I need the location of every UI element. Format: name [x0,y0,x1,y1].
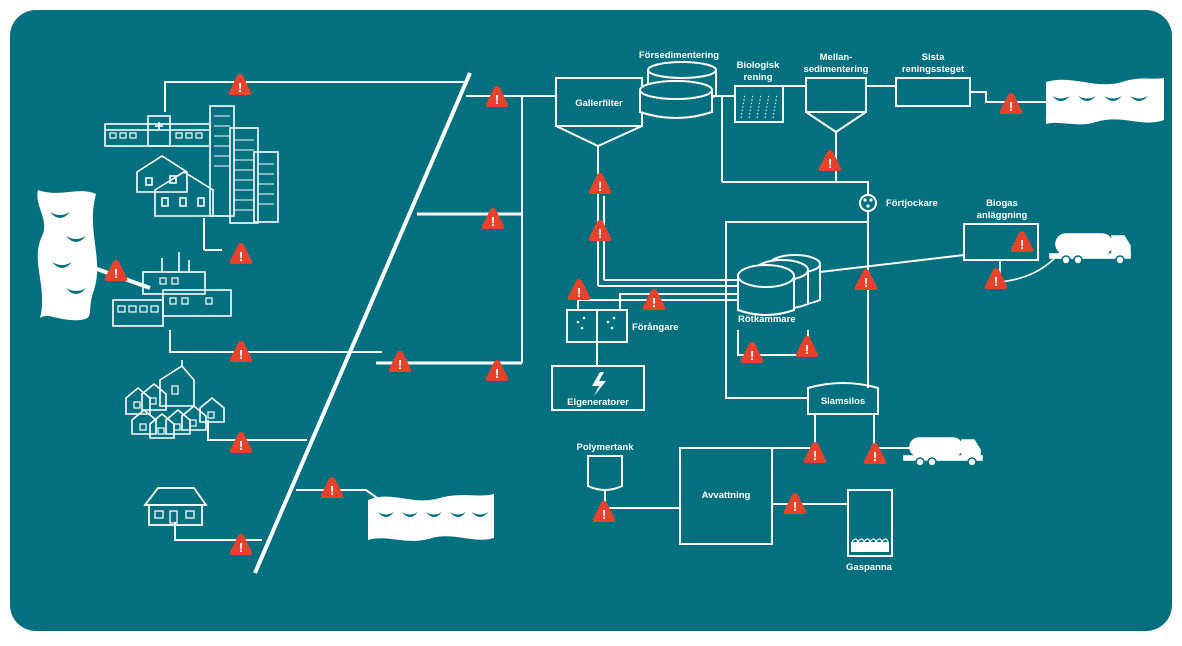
fortjockare-label: Förtjockare [886,198,938,209]
warning-icon: ! [854,269,878,290]
biologisk-label-line2: rening [743,72,772,83]
warning-icon: ! [642,289,666,310]
warning-icon: ! [229,341,253,362]
rotkammare-label: Rötkammare [738,314,796,325]
elgeneratorer-unit[interactable] [551,365,645,411]
lightning-icon [592,372,606,396]
svg-text:!: ! [239,540,243,555]
gaspanna-unit[interactable] [847,489,893,557]
svg-text:!: ! [239,438,243,453]
gallerfilter-label: Gallerfilter [575,98,623,109]
biogas-anlaggning-unit[interactable] [963,223,1039,261]
polymertank-unit[interactable] [587,455,623,491]
svg-text:!: ! [793,499,797,514]
biogas-label-line2: anläggning [977,210,1028,221]
water-icon [368,494,494,541]
warning-icon: ! [803,442,827,463]
warning-icon: ! [229,432,253,453]
warning-icon: ! [592,501,616,522]
polymertank-label: Polymertank [576,442,634,453]
svg-text:!: ! [330,483,334,498]
sista-label-line1: Sista [922,52,945,63]
svg-text:!: ! [994,274,998,289]
warning-icon: ! [228,74,252,95]
warning-icon: ! [818,150,842,171]
svg-text:!: ! [873,449,877,464]
svg-text:!: ! [1020,237,1024,252]
svg-text:!: ! [805,342,809,357]
avvattning-label: Avvattning [702,490,751,501]
mellansedimentering-unit[interactable] [805,77,867,152]
svg-text:!: ! [598,226,602,241]
warning-icon: ! [783,493,807,514]
warning-icon: ! [229,534,253,555]
warning-icon: ! [795,336,819,357]
svg-text:!: ! [1009,99,1013,114]
slamsilos-label: Slamsilos [821,396,865,407]
svg-text:!: ! [239,249,243,264]
truck-icon [903,437,983,467]
warning-icon: ! [320,477,344,498]
svg-text:!: ! [602,507,606,522]
warning-icon: ! [229,243,253,264]
gaspanna-label: Gaspanna [846,562,893,573]
factory-icon [112,252,232,327]
svg-text:!: ! [577,285,581,300]
svg-text:!: ! [813,448,817,463]
elgeneratorer-label: Elgeneratorer [567,397,629,408]
forsedimentering-label: Försedimentering [639,50,719,61]
rotkammare-tanks[interactable] [737,254,821,316]
warning-icon: ! [740,342,764,363]
warning-icon: ! [388,351,412,372]
sista-label-line2: reningssteget [902,64,965,75]
warning-icon: ! [588,173,612,194]
water-icon [1046,78,1164,125]
svg-text:!: ! [114,266,118,281]
warning-icon: ! [104,260,128,281]
svg-text:!: ! [598,179,602,194]
warning-icon: ! [863,443,887,464]
pipe [725,221,868,399]
warning-icon: ! [481,208,505,229]
mellan-label-line2: sedimentering [804,64,869,75]
svg-text:!: ! [239,347,243,362]
warning-icon: ! [999,93,1023,114]
svg-text:!: ! [495,92,499,107]
svg-text:!: ! [828,156,832,171]
warning-icon: ! [984,268,1008,289]
water-icon [37,190,98,321]
svg-text:!: ! [491,214,495,229]
svg-text:!: ! [652,295,656,310]
warning-icon: ! [1010,231,1034,252]
slamsilos-unit[interactable] [807,382,879,415]
buildings-icon [104,105,279,224]
svg-text:!: ! [750,348,754,363]
house-icon [143,487,208,526]
avvattning-unit[interactable] [679,447,773,545]
svg-text:!: ! [238,80,242,95]
warning-icon: ! [485,360,509,381]
biologisk-label-line1: Biologisk [737,60,780,71]
svg-text:!: ! [495,366,499,381]
diagram-background [10,10,1172,631]
pipe [722,181,869,196]
svg-text:!: ! [864,275,868,290]
warning-icon: ! [485,86,509,107]
fortjockare-unit[interactable] [859,194,877,212]
forsedimentering-tanks[interactable] [639,61,717,119]
houses-icon [125,360,225,439]
truck-icon [1049,233,1131,265]
mellan-label-line1: Mellan- [820,52,853,63]
forangare-label: Förångare [632,322,678,333]
warning-icon: ! [588,220,612,241]
warning-icon: ! [567,279,591,300]
collector-to-gallerfilter [466,95,555,363]
warning-markers: !!!!!!!!!!!!!!!!!!!!!!!!!! [104,74,1034,555]
gas-pipe [819,254,965,273]
svg-text:!: ! [398,357,402,372]
biogas-label-line1: Biogas [986,198,1018,209]
biologisk-rening-basin[interactable] [734,85,784,123]
